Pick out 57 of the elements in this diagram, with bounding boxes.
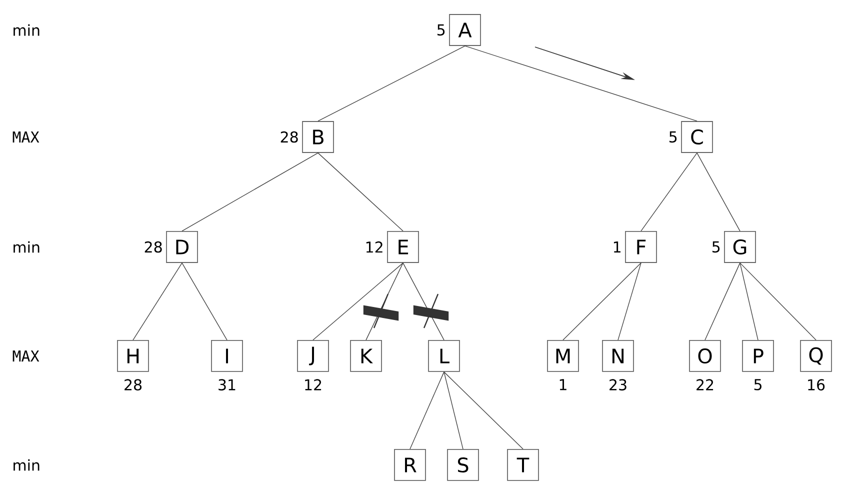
tree-node-box: P [742,340,774,372]
tree-node-box: I [211,340,243,372]
tree-edge [704,262,740,340]
level-label: min [14,241,40,253]
level-label: MAX [12,132,40,142]
node-value: 5 [669,131,677,143]
tree-edge [318,46,466,122]
tree-edge [132,262,182,340]
tree-node-box: M [547,340,579,372]
node-value: 28 [144,241,162,253]
tree-edge [312,262,404,340]
level-label: MAX [12,350,40,362]
tree-node-box: R [394,449,426,481]
tree-node-box: D [166,231,198,263]
tree-edge [562,262,642,340]
node-value: 28 [280,131,298,143]
tree-node-box: O [689,340,721,372]
tree-edge [182,262,228,340]
tree-node-box: Q [800,340,832,372]
tree-edge [410,372,444,450]
tree-node-box: T [507,449,539,481]
tree-edge [740,262,816,340]
level-label: min [14,24,40,36]
tree-edge [640,152,698,232]
tree-edge [444,372,464,450]
tree-node-box: A [449,14,481,46]
node-value: 22 [696,379,714,390]
tree-node-box: N [602,340,634,372]
tree-node-box: K [350,340,382,372]
tree-edge [696,152,740,232]
tree-edge [182,152,318,232]
node-value: 23 [610,379,626,390]
tree-edge [740,262,758,340]
tree-edge [444,372,524,450]
tree-node-box: G [724,231,756,263]
node-value: 12 [305,379,322,390]
tree-node-box: F [625,231,657,263]
node-value: 1 [614,242,620,252]
node-value: 5 [712,241,720,253]
level-label: min [14,459,40,471]
node-value: 28 [124,379,142,390]
tree-node-box: S [447,449,479,481]
node-value: 16 [808,379,825,390]
tree-node-box: H [117,340,149,372]
tree-node-box: L [428,340,460,372]
tree-edge [618,262,642,340]
node-value: 5 [754,379,762,390]
tree-node-box: J [297,340,329,372]
node-value: 12 [366,241,382,253]
node-value: 1 [560,379,566,390]
tree-node-box: C [681,121,713,153]
tree-edge [318,152,404,232]
tree-node-box: E [387,231,419,263]
node-value: 5 [437,24,445,36]
tree-edge [464,46,698,122]
tree-node-box: B [302,121,334,153]
node-value: 31 [218,379,236,390]
